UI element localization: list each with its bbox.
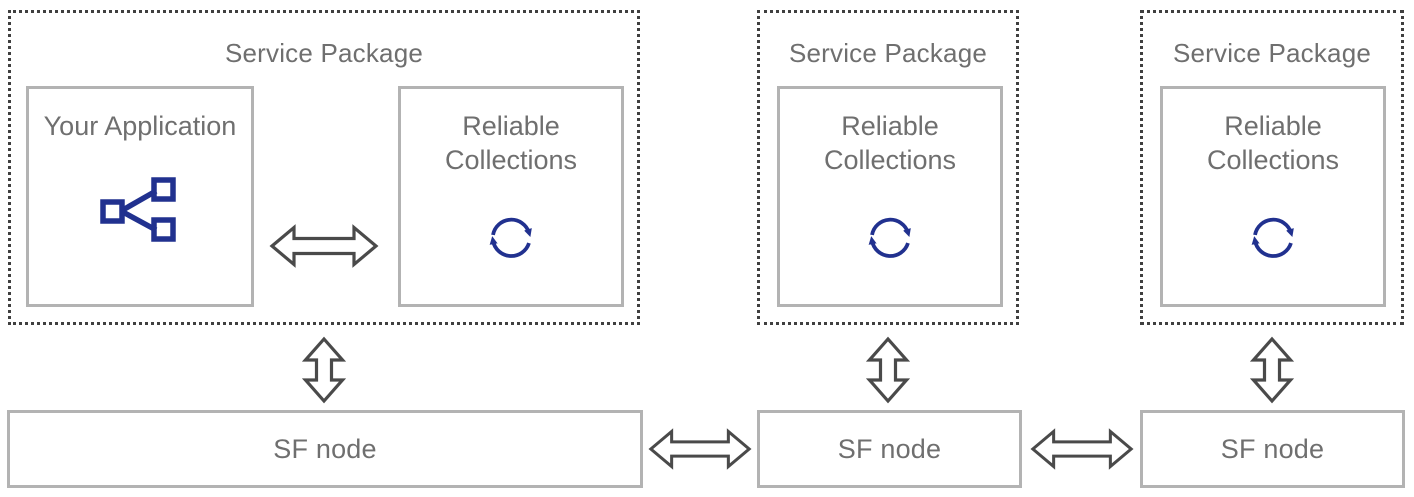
reliable-collections-box-3: Reliable Collections: [1160, 86, 1386, 307]
sf-node-2-label: SF node: [837, 433, 942, 464]
service-package-2: Service Package Reliable Collections: [757, 10, 1019, 325]
reliable-collections-box-2: Reliable Collections: [777, 86, 1003, 307]
package3-node3-arrow-icon: [1250, 336, 1294, 404]
sf-node-1-label: SF node: [273, 433, 377, 464]
sf-node-2: SF node: [757, 410, 1022, 488]
package1-node1-arrow-icon: [302, 336, 346, 404]
reliable-collections-label: Reliable Collections: [444, 111, 578, 175]
node1-node2-arrow-icon: [648, 428, 752, 470]
sf-node-3-label: SF node: [1220, 433, 1325, 464]
sf-node-1: SF node: [7, 410, 643, 488]
your-application-box: Your Application: [26, 86, 254, 307]
node2-node3-arrow-icon: [1030, 428, 1134, 470]
reliable-collections-label: Reliable Collections: [1206, 111, 1340, 175]
service-package-2-title: Service Package: [788, 38, 988, 68]
application-topology-icon: [100, 177, 180, 243]
service-package-1-title: Service Package: [224, 38, 424, 68]
service-package-3: Service Package Reliable Collections: [1140, 10, 1404, 325]
sync-icon: [482, 211, 540, 267]
sync-icon: [861, 211, 919, 267]
reliable-collections-box-1: Reliable Collections: [398, 86, 624, 307]
service-package-3-title: Service Package: [1172, 38, 1372, 68]
sync-icon: [1244, 211, 1302, 267]
sf-node-3: SF node: [1140, 410, 1405, 488]
your-application-label: Your Application: [43, 111, 237, 141]
package2-node2-arrow-icon: [866, 336, 910, 404]
app-collections-arrow-icon: [269, 224, 379, 268]
reliable-collections-label: Reliable Collections: [823, 111, 957, 175]
service-package-1: Service Package Your Application Reliabl…: [8, 10, 640, 325]
